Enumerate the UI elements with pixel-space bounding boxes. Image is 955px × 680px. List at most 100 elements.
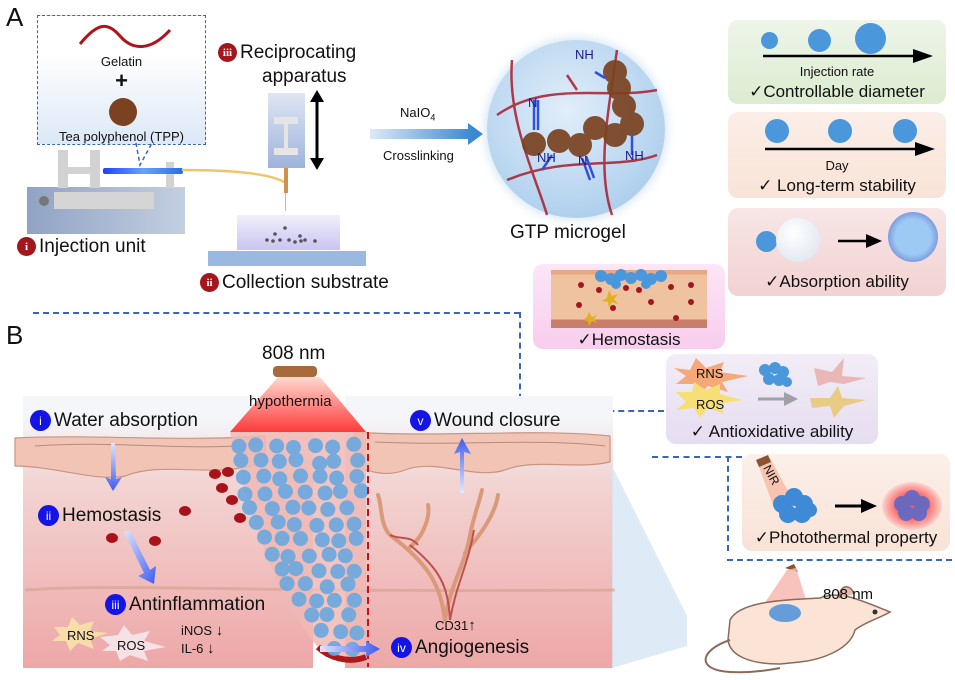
microgel-sphere <box>319 607 335 622</box>
microgel-sphere <box>270 514 286 530</box>
microgel-sphere <box>333 624 349 640</box>
microgel-sphere <box>288 561 304 577</box>
microgel-sphere <box>329 470 345 486</box>
microgel-sphere <box>328 517 344 533</box>
axis-label-day: Day <box>825 158 849 173</box>
arrow-diagonal-icon <box>124 530 156 584</box>
microgel-sphere <box>349 625 365 641</box>
plus-sign: + <box>115 68 128 93</box>
property-card-absorption: ✓Absorption ability <box>728 208 946 296</box>
gelatin-label: Gelatin <box>100 54 143 69</box>
microgel-sphere <box>325 439 341 455</box>
neutralized-species-icon <box>810 358 866 418</box>
microgel-sphere <box>257 486 273 502</box>
step-badge: i <box>30 410 51 432</box>
microgel-sphere <box>353 483 369 499</box>
heated-cluster-icon <box>894 490 930 521</box>
axis-arrow-icon <box>763 49 933 63</box>
property-caption: ✓Controllable diameter <box>749 82 925 101</box>
magnify-funnel <box>612 466 687 668</box>
microgel-droplets <box>265 226 317 244</box>
microgel-sphere <box>277 483 293 499</box>
syringe-pump-icon <box>27 187 185 234</box>
down-arrow-icon: ↓ <box>207 640 215 657</box>
inset-pointer <box>135 142 153 168</box>
microgel-sphere <box>248 437 264 453</box>
microgel-sphere <box>279 576 295 592</box>
dashed-divider <box>727 456 729 551</box>
microgel-sphere <box>321 546 337 562</box>
property-card-stability: Day ✓ Long-term stability <box>728 112 946 198</box>
property-card-photothermal: NIR ✓Photothermal property <box>742 454 950 551</box>
bond-label: NH <box>575 47 594 62</box>
collection-dish-icon <box>237 215 340 250</box>
marker-il6: IL-6 ↓ <box>181 640 215 657</box>
dashed-divider <box>33 312 520 314</box>
species-rns: RNS <box>67 628 95 643</box>
dashed-divider <box>652 456 742 458</box>
down-arrow-icon: ↓ <box>215 622 224 639</box>
panel-a-letter: A <box>6 2 24 32</box>
microgel-sphere <box>286 517 302 533</box>
property-caption: ✓ Antioxidative ability <box>690 422 854 441</box>
microgel-sphere <box>288 452 304 468</box>
pump-post <box>166 162 174 188</box>
microgel-sphere <box>317 485 333 501</box>
arrow-up-icon <box>454 438 471 493</box>
laser-head-icon <box>273 366 317 377</box>
crosslinking-label: Crosslinking <box>383 148 454 163</box>
rns-ros-burst-icon <box>674 358 748 418</box>
microgel-sphere <box>311 563 327 579</box>
bond-label: N <box>578 153 588 168</box>
wound-filled-microgels <box>230 432 369 663</box>
pump-bar <box>58 167 100 174</box>
reagent-label: NaIO4 <box>400 105 436 123</box>
microgel-sphere <box>312 455 328 471</box>
hypothermia-label: hypothermia <box>249 393 332 410</box>
microgel-sphere <box>256 468 272 484</box>
ingredients-inset: Gelatin + Tea polyphenol (TPP) <box>37 15 206 145</box>
gelatin-chain-icon <box>78 25 172 48</box>
microgel-sphere <box>248 514 264 530</box>
marker-cd31: CD31↑ <box>435 617 476 634</box>
property-card-antioxidative: RNS ROS ✓ Antioxidative ability <box>666 354 878 444</box>
bond-label: NH <box>625 148 644 163</box>
microgel-sphere <box>257 529 272 545</box>
microgel-sphere <box>293 468 308 484</box>
microgel-sphere <box>309 517 325 533</box>
microgel-sphere <box>331 533 347 549</box>
microgel-sphere <box>312 468 328 484</box>
microgel-sphere <box>326 592 342 608</box>
mouse-icon <box>704 564 892 674</box>
up-down-arrow-icon <box>310 90 324 170</box>
microgel-sphere <box>274 561 290 577</box>
microgel-sphere <box>350 452 366 468</box>
mouse-laser-label: 808 nm <box>823 586 874 603</box>
bond-label: N <box>528 95 538 110</box>
arrow-right-icon <box>835 499 877 513</box>
tag-ros: ROS <box>696 397 725 412</box>
microsphere-cluster-icon <box>773 488 817 523</box>
property-card-hemostasis: ✓Hemostasis <box>533 264 725 349</box>
collection-base <box>208 251 366 266</box>
microgel-sphere <box>233 452 249 468</box>
microgel-sphere <box>346 563 362 579</box>
wound-edge-dashed-line <box>367 432 369 667</box>
microgel-sphere <box>314 532 330 548</box>
property-caption: ✓ Long-term stability <box>758 176 916 195</box>
nir-laser-icon <box>756 455 794 508</box>
microgel-sphere <box>242 500 257 516</box>
microsphere <box>756 231 777 252</box>
microgel-sphere <box>301 500 317 516</box>
microgel-sphere <box>308 438 323 454</box>
microgel-sphere <box>264 501 280 517</box>
microgel-sphere <box>313 622 329 638</box>
microsphere-cluster-icon <box>759 362 792 387</box>
microgel-sphere <box>293 531 308 547</box>
